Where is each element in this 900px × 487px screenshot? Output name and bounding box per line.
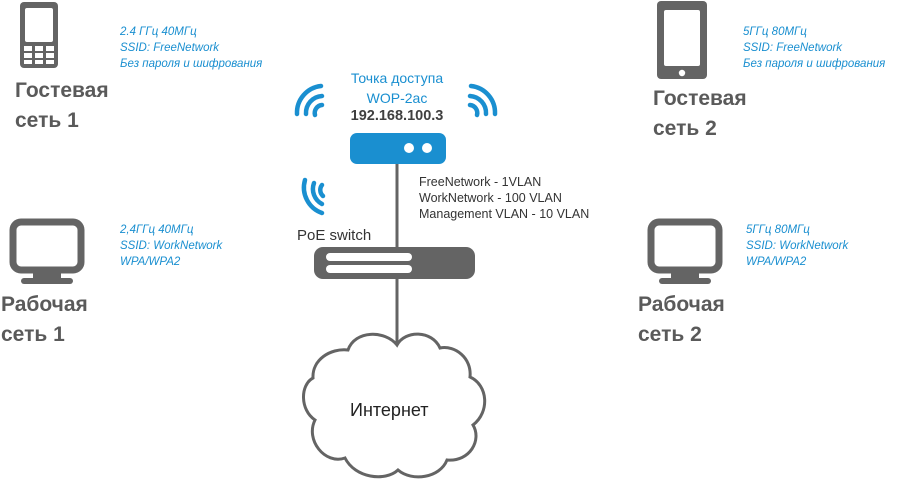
guest2-info: 5ГГц 80МГц SSID: FreeNetwork Без пароля …	[743, 24, 885, 72]
work2-info-line: WPA/WPA2	[746, 256, 807, 268]
guest2-label-line1: Гостевая	[653, 87, 747, 110]
access-point-ip: 192.168.100.3	[350, 108, 444, 124]
wifi-waves-left-icon	[294, 83, 325, 118]
wifi-waves-right-icon	[467, 83, 498, 118]
guest1-label-line2: сеть 1	[15, 109, 79, 132]
monitor-icon	[9, 218, 85, 284]
work1-info-line: SSID: WorkNetwork	[120, 240, 223, 252]
work1-label-line1: Рабочая	[1, 293, 88, 316]
work2-info: 5ГГц 80МГц SSID: WorkNetwork WPA/WPA2	[746, 222, 848, 270]
work1-label: Рабочая сеть 1	[1, 290, 88, 350]
work1-info-line: WPA/WPA2	[120, 256, 181, 268]
guest1-info-line: 2.4 ГГц 40МГц	[120, 26, 197, 38]
guest2-info-line: SSID: FreeNetwork	[743, 42, 843, 54]
guest2-label-line2: сеть 2	[653, 117, 717, 140]
access-point-model: WOP-2ac	[366, 90, 428, 106]
guest1-info: 2.4 ГГц 40МГц SSID: FreeNetwork Без паро…	[120, 24, 262, 72]
work2-label-line2: сеть 2	[638, 323, 702, 346]
work2-info-line: 5ГГц 80МГц	[746, 224, 810, 236]
internet-label: Интернет	[350, 400, 429, 420]
work1-info: 2,4ГГц 40МГц SSID: WorkNetwork WPA/WPA2	[120, 222, 222, 270]
access-point-icon	[350, 133, 446, 164]
work1-label-line2: сеть 1	[1, 323, 65, 346]
guest2-info-line: Без пароля и шифрования	[743, 58, 886, 70]
monitor-icon	[647, 218, 723, 284]
cloud-icon	[302, 332, 487, 479]
work2-info-line: SSID: WorkNetwork	[746, 240, 849, 252]
vlan-list: FreeNetwork - 1VLAN WorkNetwork - 100 VL…	[419, 174, 589, 222]
tablet-icon	[657, 1, 707, 79]
vlan-item: Management VLAN - 10 VLAN	[419, 207, 590, 221]
vlan-item: FreeNetwork - 1VLAN	[419, 175, 542, 189]
guest1-info-line: Без пароля и шифрования	[120, 58, 263, 70]
wifi-waves-switch-icon	[301, 177, 326, 216]
guest2-label: Гостевая сеть 2	[653, 84, 747, 144]
access-point-title: Точка доступа	[350, 70, 444, 86]
guest1-label-line1: Гостевая	[15, 79, 109, 102]
mobile-phone-icon	[20, 2, 58, 68]
switch-icon	[314, 247, 475, 279]
switch-label: PoE switch	[297, 227, 372, 244]
guest1-label: Гостевая сеть 1	[15, 76, 109, 136]
vlan-item: WorkNetwork - 100 VLAN	[419, 191, 562, 205]
work2-label: Рабочая сеть 2	[638, 290, 725, 350]
access-point-label: Точка доступа WOP-2ac 192.168.100.3	[322, 68, 472, 124]
work2-label-line1: Рабочая	[638, 293, 725, 316]
guest2-info-line: 5ГГц 80МГц	[743, 26, 807, 38]
guest1-info-line: SSID: FreeNetwork	[120, 42, 220, 54]
work1-info-line: 2,4ГГц 40МГц	[120, 224, 194, 236]
